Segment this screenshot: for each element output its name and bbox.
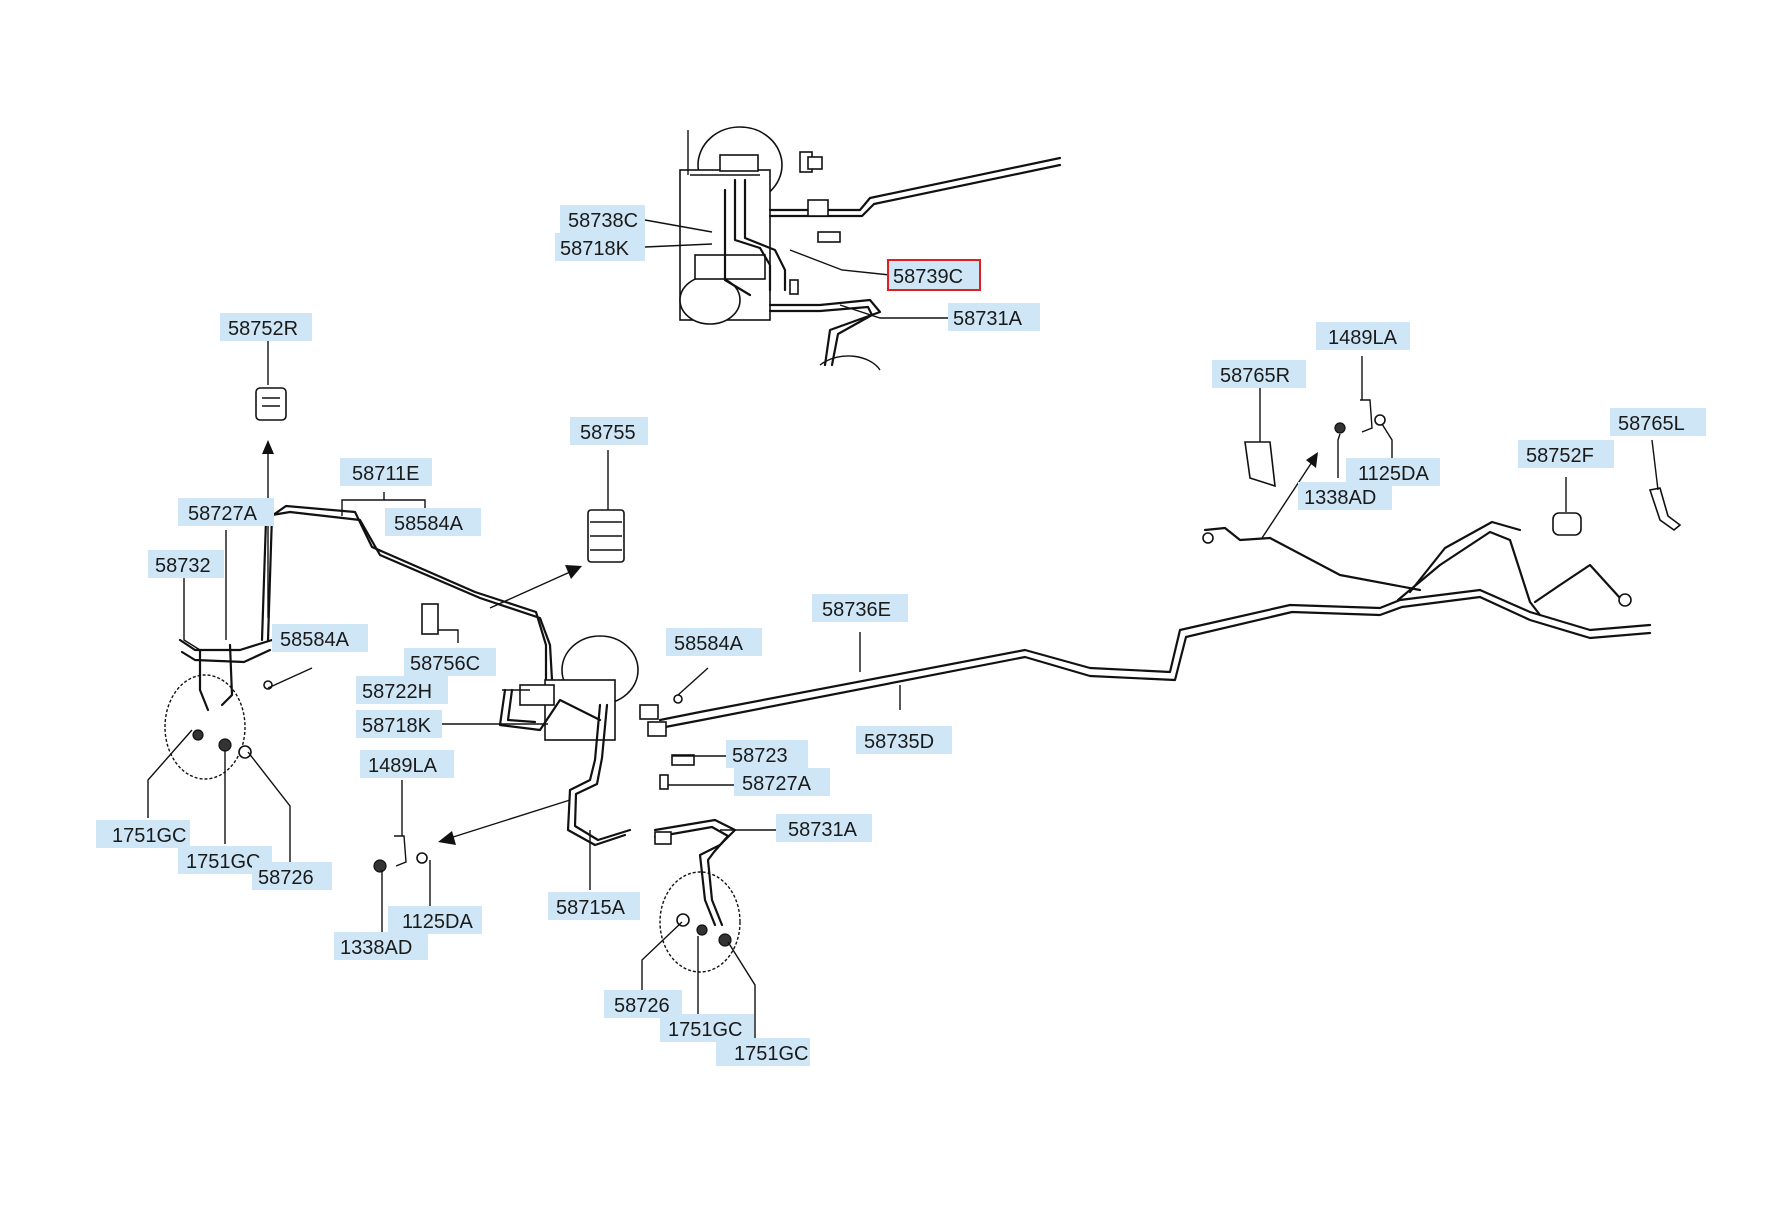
part-label[interactable]: 58726 <box>604 990 682 1018</box>
part-label[interactable]: 1338AD <box>1298 482 1392 510</box>
part-label[interactable]: 58735D <box>856 726 952 754</box>
svg-text:58715A: 58715A <box>556 897 626 919</box>
part-label[interactable]: 1489LA <box>1316 322 1410 350</box>
svg-text:58765R: 58765R <box>1220 365 1290 387</box>
part-label[interactable]: 58738C <box>560 205 645 233</box>
part-label-selected[interactable]: 58739C <box>887 259 981 291</box>
part-label[interactable]: 1125DA <box>1346 458 1440 486</box>
part-label[interactable]: 58765R <box>1212 360 1306 388</box>
master-cylinder-inset <box>679 126 1062 371</box>
svg-text:58736E: 58736E <box>822 599 891 621</box>
part-label[interactable]: 58715A <box>548 892 640 920</box>
left-wheel-outline <box>164 674 246 780</box>
svg-text:1338AD: 1338AD <box>340 937 412 959</box>
svg-text:58738C: 58738C <box>568 210 638 232</box>
svg-text:58756C: 58756C <box>410 653 480 675</box>
part-label[interactable]: 1125DA <box>388 906 482 934</box>
reference-arrows <box>262 440 1318 845</box>
svg-text:58731A: 58731A <box>788 819 858 841</box>
svg-text:58584A: 58584A <box>674 633 744 655</box>
part-label[interactable]: 58726 <box>252 862 332 890</box>
svg-text:58732: 58732 <box>155 555 211 577</box>
small-parts <box>192 387 1682 947</box>
svg-text:58584A: 58584A <box>280 629 350 651</box>
part-label[interactable]: 58731A <box>776 814 872 842</box>
svg-text:58739C: 58739C <box>893 266 963 288</box>
part-label[interactable]: 1751GC <box>660 1014 754 1042</box>
svg-text:1489LA: 1489LA <box>368 755 438 777</box>
svg-text:58727A: 58727A <box>188 503 258 525</box>
svg-text:58727A: 58727A <box>742 773 812 795</box>
svg-text:58752R: 58752R <box>228 318 298 340</box>
svg-text:58718K: 58718K <box>560 238 630 260</box>
part-label[interactable]: 58731A <box>948 303 1040 331</box>
svg-text:1489LA: 1489LA <box>1328 327 1398 349</box>
svg-text:1125DA: 1125DA <box>402 911 473 933</box>
part-label[interactable]: 1751GC <box>96 820 190 848</box>
svg-text:1338AD: 1338AD <box>1304 487 1376 509</box>
part-label[interactable]: 58584A <box>666 628 762 656</box>
svg-text:58731A: 58731A <box>953 308 1023 330</box>
part-label[interactable]: 58732 <box>148 550 224 578</box>
leader-lines <box>147 219 1659 1045</box>
part-label[interactable]: 1338AD <box>334 932 428 960</box>
part-label[interactable]: 58718K <box>356 710 442 738</box>
svg-text:58723: 58723 <box>732 745 788 767</box>
part-label[interactable]: 58756C <box>404 648 496 676</box>
right-wheel-outline <box>659 871 741 973</box>
part-label[interactable]: 58711E <box>340 458 432 486</box>
svg-text:58755: 58755 <box>580 422 636 444</box>
svg-text:58711E: 58711E <box>352 463 419 485</box>
part-label[interactable]: 58727A <box>734 768 830 796</box>
svg-text:58722H: 58722H <box>362 681 432 703</box>
svg-text:58718K: 58718K <box>362 715 432 737</box>
part-label[interactable]: 58718K <box>555 233 645 261</box>
svg-text:1751GC: 1751GC <box>734 1043 809 1065</box>
brake-pipes <box>178 504 1652 927</box>
svg-text:58735D: 58735D <box>864 731 934 753</box>
svg-text:1751GC: 1751GC <box>112 825 187 847</box>
svg-text:1751GC: 1751GC <box>668 1019 743 1041</box>
part-labels: 58738C 58718K 58739C 58731A 58752R 58755… <box>96 205 1706 1066</box>
svg-text:58584A: 58584A <box>394 513 464 535</box>
part-label[interactable]: 58752F <box>1518 440 1614 468</box>
part-label[interactable]: 1751GC <box>716 1038 810 1066</box>
part-label[interactable]: 58584A <box>385 508 481 536</box>
svg-text:58726: 58726 <box>614 995 670 1017</box>
part-label[interactable]: 58723 <box>726 740 808 768</box>
part-label[interactable]: 58736E <box>812 594 908 622</box>
part-label[interactable]: 58727A <box>178 498 274 526</box>
part-label[interactable]: 58722H <box>356 676 448 704</box>
svg-text:1751GC: 1751GC <box>186 851 261 873</box>
part-label[interactable]: 58765L <box>1610 408 1706 436</box>
svg-text:58765L: 58765L <box>1618 413 1685 435</box>
svg-text:1125DA: 1125DA <box>1358 463 1429 485</box>
part-label[interactable]: 58755 <box>570 417 648 445</box>
svg-text:58752F: 58752F <box>1526 445 1594 467</box>
svg-text:58726: 58726 <box>258 867 314 889</box>
part-label[interactable]: 1489LA <box>360 750 454 778</box>
part-label[interactable]: 58752R <box>220 313 312 341</box>
part-label[interactable]: 58584A <box>272 624 368 652</box>
